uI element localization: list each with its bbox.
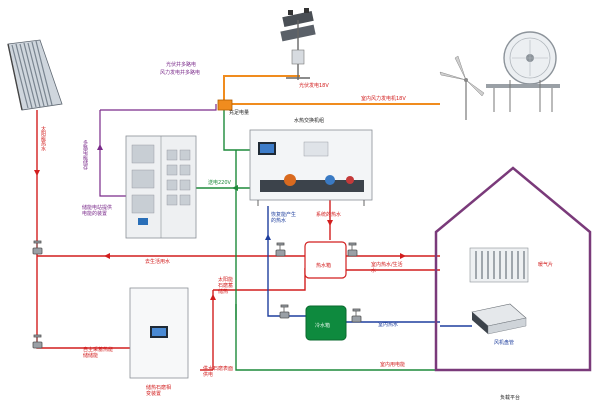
storage-arrow	[97, 144, 103, 150]
hot-water-tank	[304, 241, 347, 279]
label-radiator: 暖气片	[538, 262, 554, 268]
cold-water-tank	[305, 305, 347, 341]
label-heat-tank: 热水箱	[316, 263, 332, 269]
label-fan-coil: 风机盘管	[494, 340, 515, 346]
label-self-heat-storage: 自主采蓄热能储储能	[83, 347, 114, 359]
hot-water-arrows	[34, 170, 406, 300]
hot-water-lines	[36, 110, 440, 371]
label-load-platform: 负载平台	[500, 395, 521, 401]
pv-stand-icon	[280, 8, 316, 80]
supply-arrow	[232, 185, 238, 191]
load-platform-house	[434, 166, 592, 372]
return-arrow	[265, 234, 271, 240]
label-solar-hot-water: 太阳能热水	[40, 126, 46, 151]
supply-lines	[196, 110, 440, 371]
label-charging-power: 充足电量	[229, 110, 250, 116]
valve-2	[32, 334, 43, 349]
label-indoor-hot-water: 室内热水/生活水	[371, 262, 403, 274]
label-pv-generation: 光伏发电18V	[299, 83, 329, 89]
solar-collector-icon	[7, 39, 63, 111]
label-system-hot-water: 系统的热水	[316, 212, 342, 218]
valve-4	[347, 242, 358, 257]
valve-6	[351, 308, 362, 323]
valves	[32, 240, 362, 349]
label-load-supply-stone: 供水石磨表面供电	[203, 366, 234, 378]
label-indoor-electricity: 室内用电能	[380, 362, 406, 368]
heat-exchange-unit-icon	[249, 129, 373, 206]
wind-turbine-icon	[439, 55, 485, 120]
valve-1	[32, 240, 43, 255]
power-bus-lines	[223, 75, 440, 105]
heat-storage-device-icon	[129, 287, 189, 379]
return-lines	[267, 206, 472, 327]
label-stone-heat-storage: 太阳能石磨蓄储热	[218, 277, 234, 295]
wind-fan-icon	[486, 31, 560, 112]
radiator-icon	[469, 247, 529, 283]
label-water-heat-exchange: 水热交换机组	[294, 118, 325, 124]
label-indoor-heat-water: 室内热水	[378, 322, 399, 328]
label-indoor-wind-power: 室内风力发电机18V	[361, 96, 406, 102]
label-recover-generated-water: 恢复能产生的热水	[271, 212, 297, 224]
fan-coil-icon	[471, 303, 527, 335]
valve-5	[279, 304, 290, 319]
junction-box	[217, 99, 233, 111]
label-wind-multi-power: 风力发电并多路电	[160, 70, 201, 76]
label-go-circulation-water: 去生活用水	[145, 259, 171, 265]
label-heat-storage-device: 储热石磨相变装置	[146, 385, 172, 397]
label-charge-220v: 送电220V	[208, 180, 231, 186]
storage-lines	[99, 104, 217, 197]
storage-cabinet-icon	[125, 135, 197, 239]
label-cold-tank: 冷水箱	[315, 323, 331, 329]
valve-3	[275, 242, 286, 257]
label-storage-power-device: 储能电站提供电能的装置	[82, 205, 113, 217]
label-pv-multi-power: 光伏并多路电	[166, 62, 197, 68]
label-multi-power-storage: 多路电能储存	[82, 140, 88, 170]
